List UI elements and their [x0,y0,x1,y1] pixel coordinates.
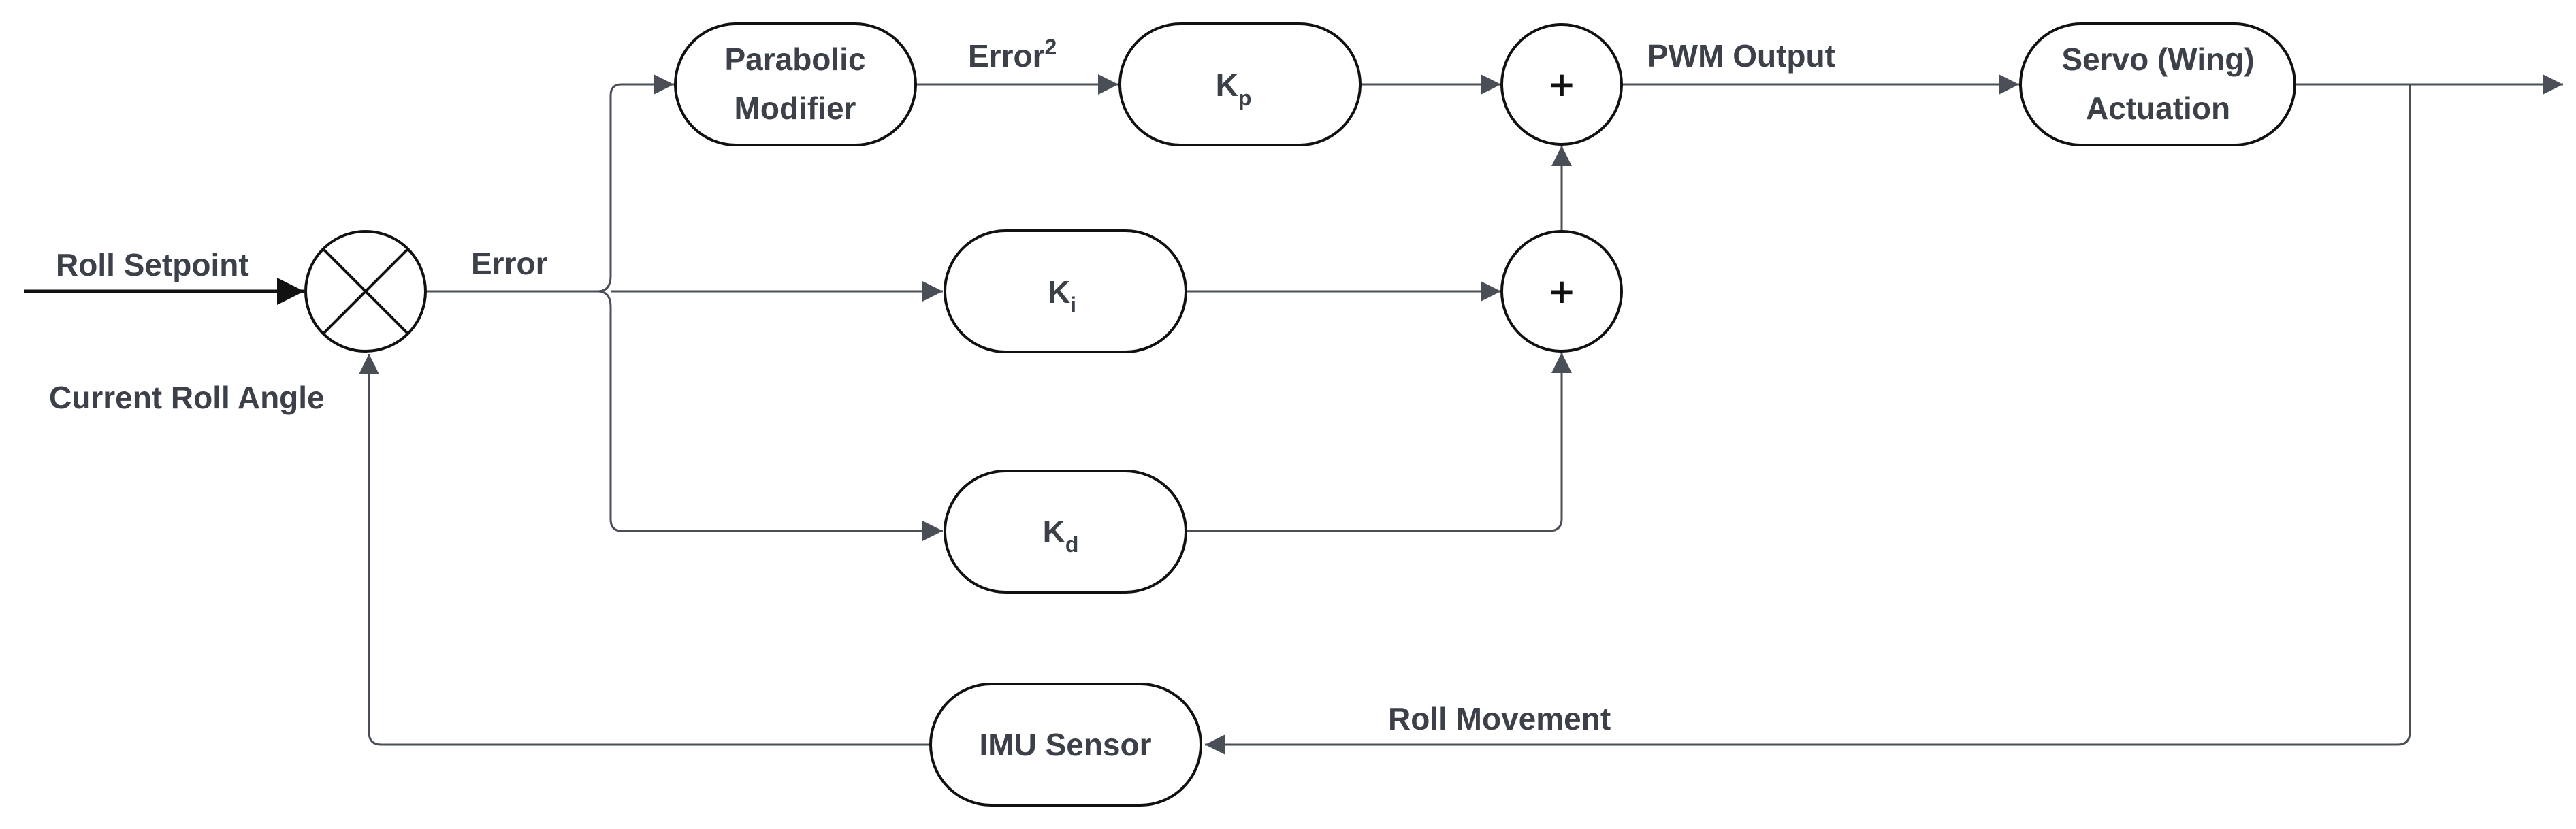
sum-junction-bottom: + [1500,230,1623,353]
kd-sub: d [1065,532,1079,557]
ki-sub: i [1070,293,1076,317]
sum-bottom-symbol: + [1547,272,1576,311]
error-squared-exp: 2 [1044,35,1057,59]
kd-block: Kd [944,470,1187,594]
kd-to-sum-bottom [1186,353,1572,532]
kp-block: Kp [1118,22,1362,146]
kd-base: K [1043,514,1065,549]
error-label: Error [471,246,548,281]
sum-junction-top: + [1500,23,1623,146]
svg-text:Ki: Ki [1048,274,1076,317]
parabolic-line2: Modifier [735,91,856,126]
kp-base: K [1216,67,1238,103]
pwm-output-label: PWM Output [1647,38,1835,74]
error-squared-base: Error [968,38,1045,74]
roll-movement-wire [1205,84,2411,755]
servo-line1: Servo (Wing) [2061,42,2254,77]
error-branch-join [597,83,674,293]
svg-text:Kp: Kp [1216,67,1252,110]
current-roll-angle-label: Current Roll Angle [49,380,325,415]
ki-base: K [1048,274,1070,310]
sum-top-symbol: + [1547,65,1576,104]
servo-line2: Actuation [2086,91,2230,126]
imu-label: IMU Sensor [979,727,1151,762]
svg-text:Error2: Error2 [968,35,1057,74]
roll-movement-label: Roll Movement [1388,701,1611,736]
connectors [24,74,2563,755]
svg-text:Kd: Kd [1043,514,1079,557]
parabolic-modifier-block: Parabolic Modifier [674,22,917,146]
error-branch-kd [597,290,943,532]
parabolic-line1: Parabolic [724,42,865,77]
ki-block: Ki [944,229,1187,353]
servo-block: Servo (Wing) Actuation [2019,22,2296,146]
roll-setpoint-label: Roll Setpoint [56,247,249,282]
kp-sub: p [1238,86,1252,110]
imu-sensor-block: IMU Sensor [929,683,1202,807]
comparator-junction [304,230,427,353]
imu-to-comparator [359,354,931,746]
